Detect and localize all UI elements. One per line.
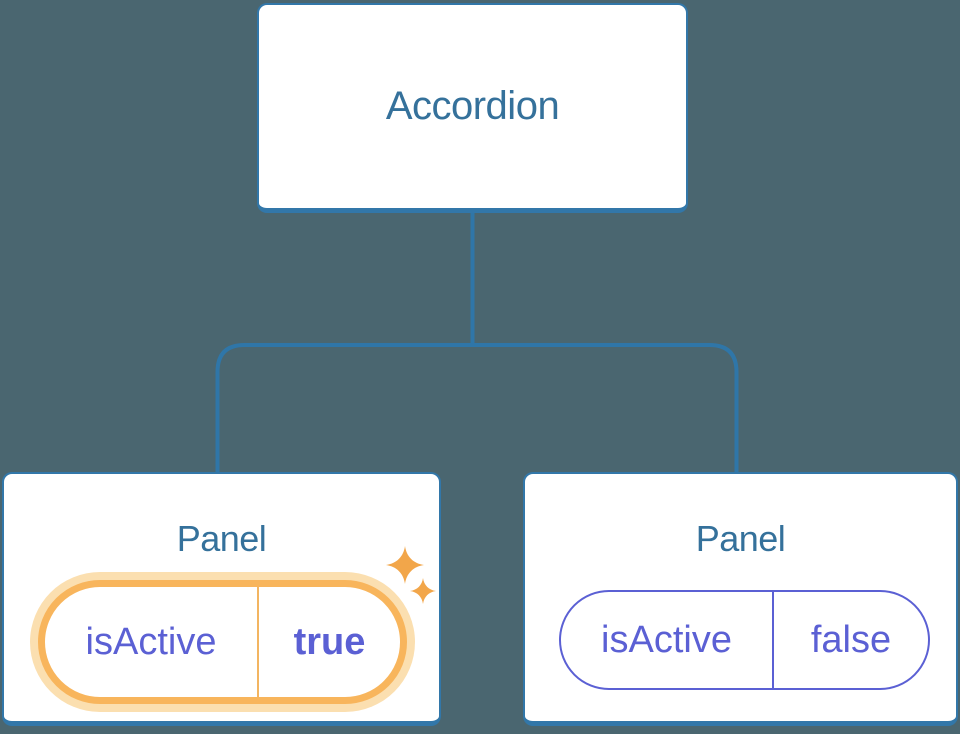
state-pill-inactive: isActive false bbox=[559, 590, 930, 690]
state-key-label: isActive bbox=[45, 587, 259, 697]
sparkle-small-icon bbox=[410, 578, 436, 604]
sparkle-large-icon bbox=[386, 546, 424, 584]
state-value-label: false bbox=[810, 618, 892, 661]
state-key-label: isActive bbox=[561, 592, 774, 688]
panel-node-inactive: Panel isActive false bbox=[523, 472, 958, 726]
accordion-node: Accordion bbox=[257, 3, 688, 213]
state-value-label: true bbox=[293, 620, 366, 663]
panel-node-active: Panel isActive true bbox=[2, 472, 441, 726]
panel-node-label: Panel bbox=[176, 518, 267, 559]
panel-node-label: Panel bbox=[695, 518, 786, 559]
state-pill-active: isActive true bbox=[38, 580, 407, 704]
accordion-node-label: Accordion bbox=[385, 84, 560, 128]
